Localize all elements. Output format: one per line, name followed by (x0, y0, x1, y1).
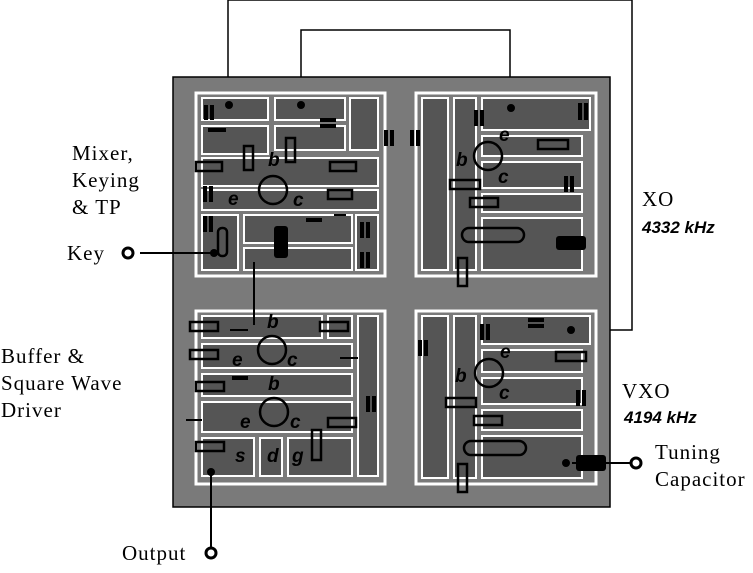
pin-label-g: g (291, 446, 304, 467)
buffer-module (194, 309, 387, 486)
pin-label-c: c (287, 350, 298, 371)
pin-label-e: e (228, 189, 239, 210)
tuning-capacitor-label: Tuning Capacitor (655, 440, 746, 491)
key-label: Key (67, 241, 105, 265)
pin-label-s: s (235, 446, 246, 467)
vxo-label: VXO (622, 379, 671, 403)
vxo-module (414, 309, 598, 486)
pin-label-b: b (456, 150, 468, 171)
tuning-capacitor-terminal (629, 456, 643, 470)
pin-label-d: d (267, 446, 279, 467)
buffer-label: Buffer & Square Wave Driver (1, 344, 123, 422)
key-terminal (121, 246, 135, 260)
vxo-frequency: 4194 kHz (624, 408, 697, 427)
pin-label-b: b (268, 150, 280, 171)
xo-label: XO (642, 187, 675, 211)
buffer-transistor-1 (256, 334, 288, 366)
xo-frequency: 4332 kHz (642, 218, 715, 237)
output-label: Output (122, 541, 187, 565)
pin-label-b: b (268, 374, 280, 395)
capacitors (203, 103, 588, 412)
pin-label-c: c (293, 190, 304, 211)
pin-label-b: b (267, 312, 279, 333)
vxo-transistor (473, 357, 505, 389)
buffer-transistor-2 (258, 396, 290, 428)
chokes (274, 226, 606, 471)
mixer-label: Mixer, Keying & TP (72, 141, 140, 219)
pin-label-e: e (232, 350, 243, 371)
pin-label-c: c (498, 167, 509, 188)
pin-label-e: e (500, 342, 511, 363)
xo-module (414, 91, 598, 278)
pin-label-e: e (499, 125, 510, 146)
xo-transistor (472, 140, 504, 172)
solder-points (207, 101, 575, 476)
mixer-module (194, 91, 387, 278)
pin-label-c: c (499, 383, 510, 404)
pin-label-b: b (455, 366, 467, 387)
mixer-transistor (257, 174, 289, 206)
pin-label-e: e (240, 412, 251, 433)
components (188, 136, 588, 494)
pin-label-c: c (290, 412, 301, 433)
output-terminal (204, 546, 218, 560)
overhead-wires (227, 0, 633, 331)
